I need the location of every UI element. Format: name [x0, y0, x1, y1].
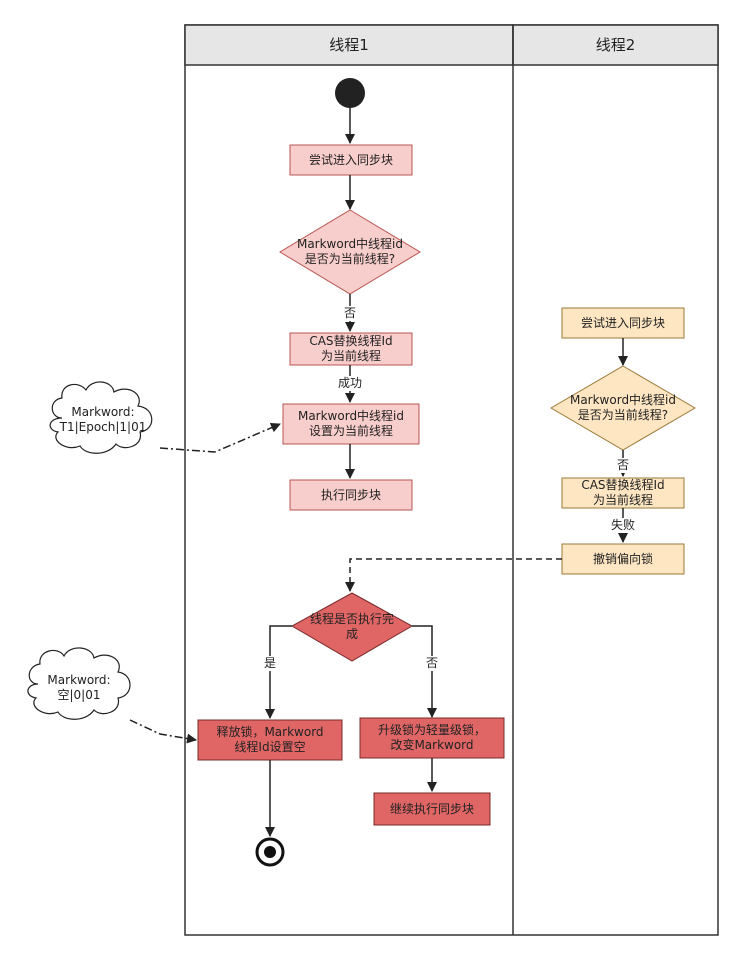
t1-upgrade-label: 升级锁为轻量级锁， 改变Markword	[377, 723, 486, 752]
t2-fail-label: 失败	[603, 518, 643, 533]
t1-done-label: 线程是否执行完 成	[309, 612, 394, 641]
cloud1-label: Markword: T1|Epoch|1|01	[59, 405, 147, 434]
edge-done-no	[412, 625, 437, 718]
t1-continue-box	[373, 792, 491, 826]
t2-try-enter-label: 尝试进入同步块	[580, 315, 665, 330]
t1-set-id-box	[282, 403, 420, 445]
t2-cas-box	[561, 477, 685, 509]
cloud-markword-1	[49, 381, 153, 454]
lane2-header	[512, 24, 719, 66]
cloud2-label: Markword: 空|0|01	[47, 673, 111, 702]
end-node-inner	[264, 846, 276, 858]
t1-set-id-label: Markword中线程id 设置为当前线程	[297, 409, 405, 438]
t2-revoke-box	[561, 543, 685, 575]
t1-try-enter-label: 尝试进入同步块	[308, 152, 393, 167]
lane1-header	[184, 24, 514, 66]
t1-continue-label: 继续执行同步块	[389, 801, 474, 816]
edge-cloud1-set	[159, 422, 281, 453]
t1-no-label-2: 否	[424, 656, 440, 671]
t2-cas-label: CAS替换线程Id 为当前线程	[581, 478, 665, 507]
t1-no-label: 否	[342, 306, 358, 321]
t1-cas-box	[289, 332, 413, 366]
cloud-markword-2	[27, 647, 131, 720]
t2-no-label: 否	[615, 458, 631, 473]
lane1-title: 线程1	[329, 35, 369, 54]
t1-execute-label: 执行同步块	[320, 487, 381, 502]
edge-revoke-to-decision	[345, 558, 562, 592]
t2-revoke-label: 撤销偏向锁	[592, 551, 653, 566]
lane2-title: 线程2	[595, 35, 636, 54]
t1-release-box	[197, 719, 343, 761]
t2-try-enter-box	[561, 307, 685, 339]
t1-check-id-label: Markword中线程id 是否为当前线程?	[296, 237, 404, 266]
t2-check-id-label: Markword中线程id 是否为当前线程?	[569, 393, 677, 422]
t1-try-enter-box	[289, 144, 413, 176]
t1-release-label: 释放锁，Markword 线程Id设置空	[216, 725, 324, 754]
edge-done-yes	[265, 625, 292, 719]
t1-done-diamond	[290, 592, 414, 662]
t1-upgrade-box	[359, 717, 505, 759]
t1-cas-label: CAS替换线程Id 为当前线程	[309, 334, 393, 363]
edge-cloud2-release	[129, 719, 197, 744]
start-node	[335, 78, 365, 108]
t1-execute-box	[289, 479, 413, 511]
t1-success-label: 成功	[330, 376, 370, 391]
t1-yes-label: 是	[262, 656, 278, 671]
